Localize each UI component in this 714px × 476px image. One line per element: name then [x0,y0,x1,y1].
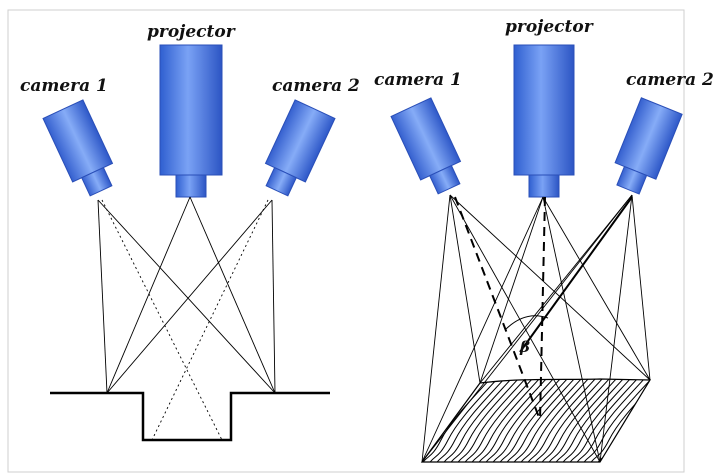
right-camera-1 [390,97,462,195]
surface-hatch-line [455,379,527,462]
surface-hatch-line [462,379,534,462]
right-object-surface [420,378,652,463]
surface-hatch-line [546,379,618,462]
right-rays [421,194,651,463]
surface-hatch-line [539,379,611,462]
surface-hatch-line [504,379,576,462]
right-camera-1-label: camera 1 [374,70,462,90]
left-object-surface [50,391,330,442]
surface-hatch-line [469,379,541,462]
right-bold-ray [519,196,633,353]
left-panel [42,44,336,442]
right-angle-label: β [520,338,530,356]
surface-hatch-line [448,379,520,462]
surface-hatch-line [511,379,583,462]
surface-hatch-line [422,379,492,462]
surface-hatch-line [434,379,506,462]
left-camera-2 [264,99,336,197]
surface-hatch-line [581,379,650,462]
left-projector [159,44,223,198]
diagram-frame: projector camera 1 camera 2 projector ca… [7,9,714,473]
surface-hatch-line [560,379,632,462]
surface-hatch-line [497,379,569,462]
surface-hatch-line [441,379,513,462]
left-projector-label: projector [147,22,235,42]
left-camera-1-label: camera 1 [20,76,108,96]
right-dashed-rays [454,196,546,421]
right-projector [513,44,575,198]
right-projector-label: projector [505,17,593,37]
surface-hatch-line [525,379,597,462]
left-camera-2-label: camera 2 [272,76,360,96]
left-camera-1 [42,99,114,197]
surface-hatch-line [427,379,499,462]
right-angle-arc [504,315,549,331]
surface-hatch-line [518,379,590,462]
right-camera-2 [614,97,683,195]
panel-border [7,9,685,473]
surface-hatch-line [490,379,562,462]
left-rays [97,196,276,394]
diagram-svg [7,9,685,473]
surface-hatch-line [483,379,555,462]
surface-hatch-line [532,379,604,462]
right-panel [390,44,683,463]
right-camera-2-label: camera 2 [626,70,714,90]
